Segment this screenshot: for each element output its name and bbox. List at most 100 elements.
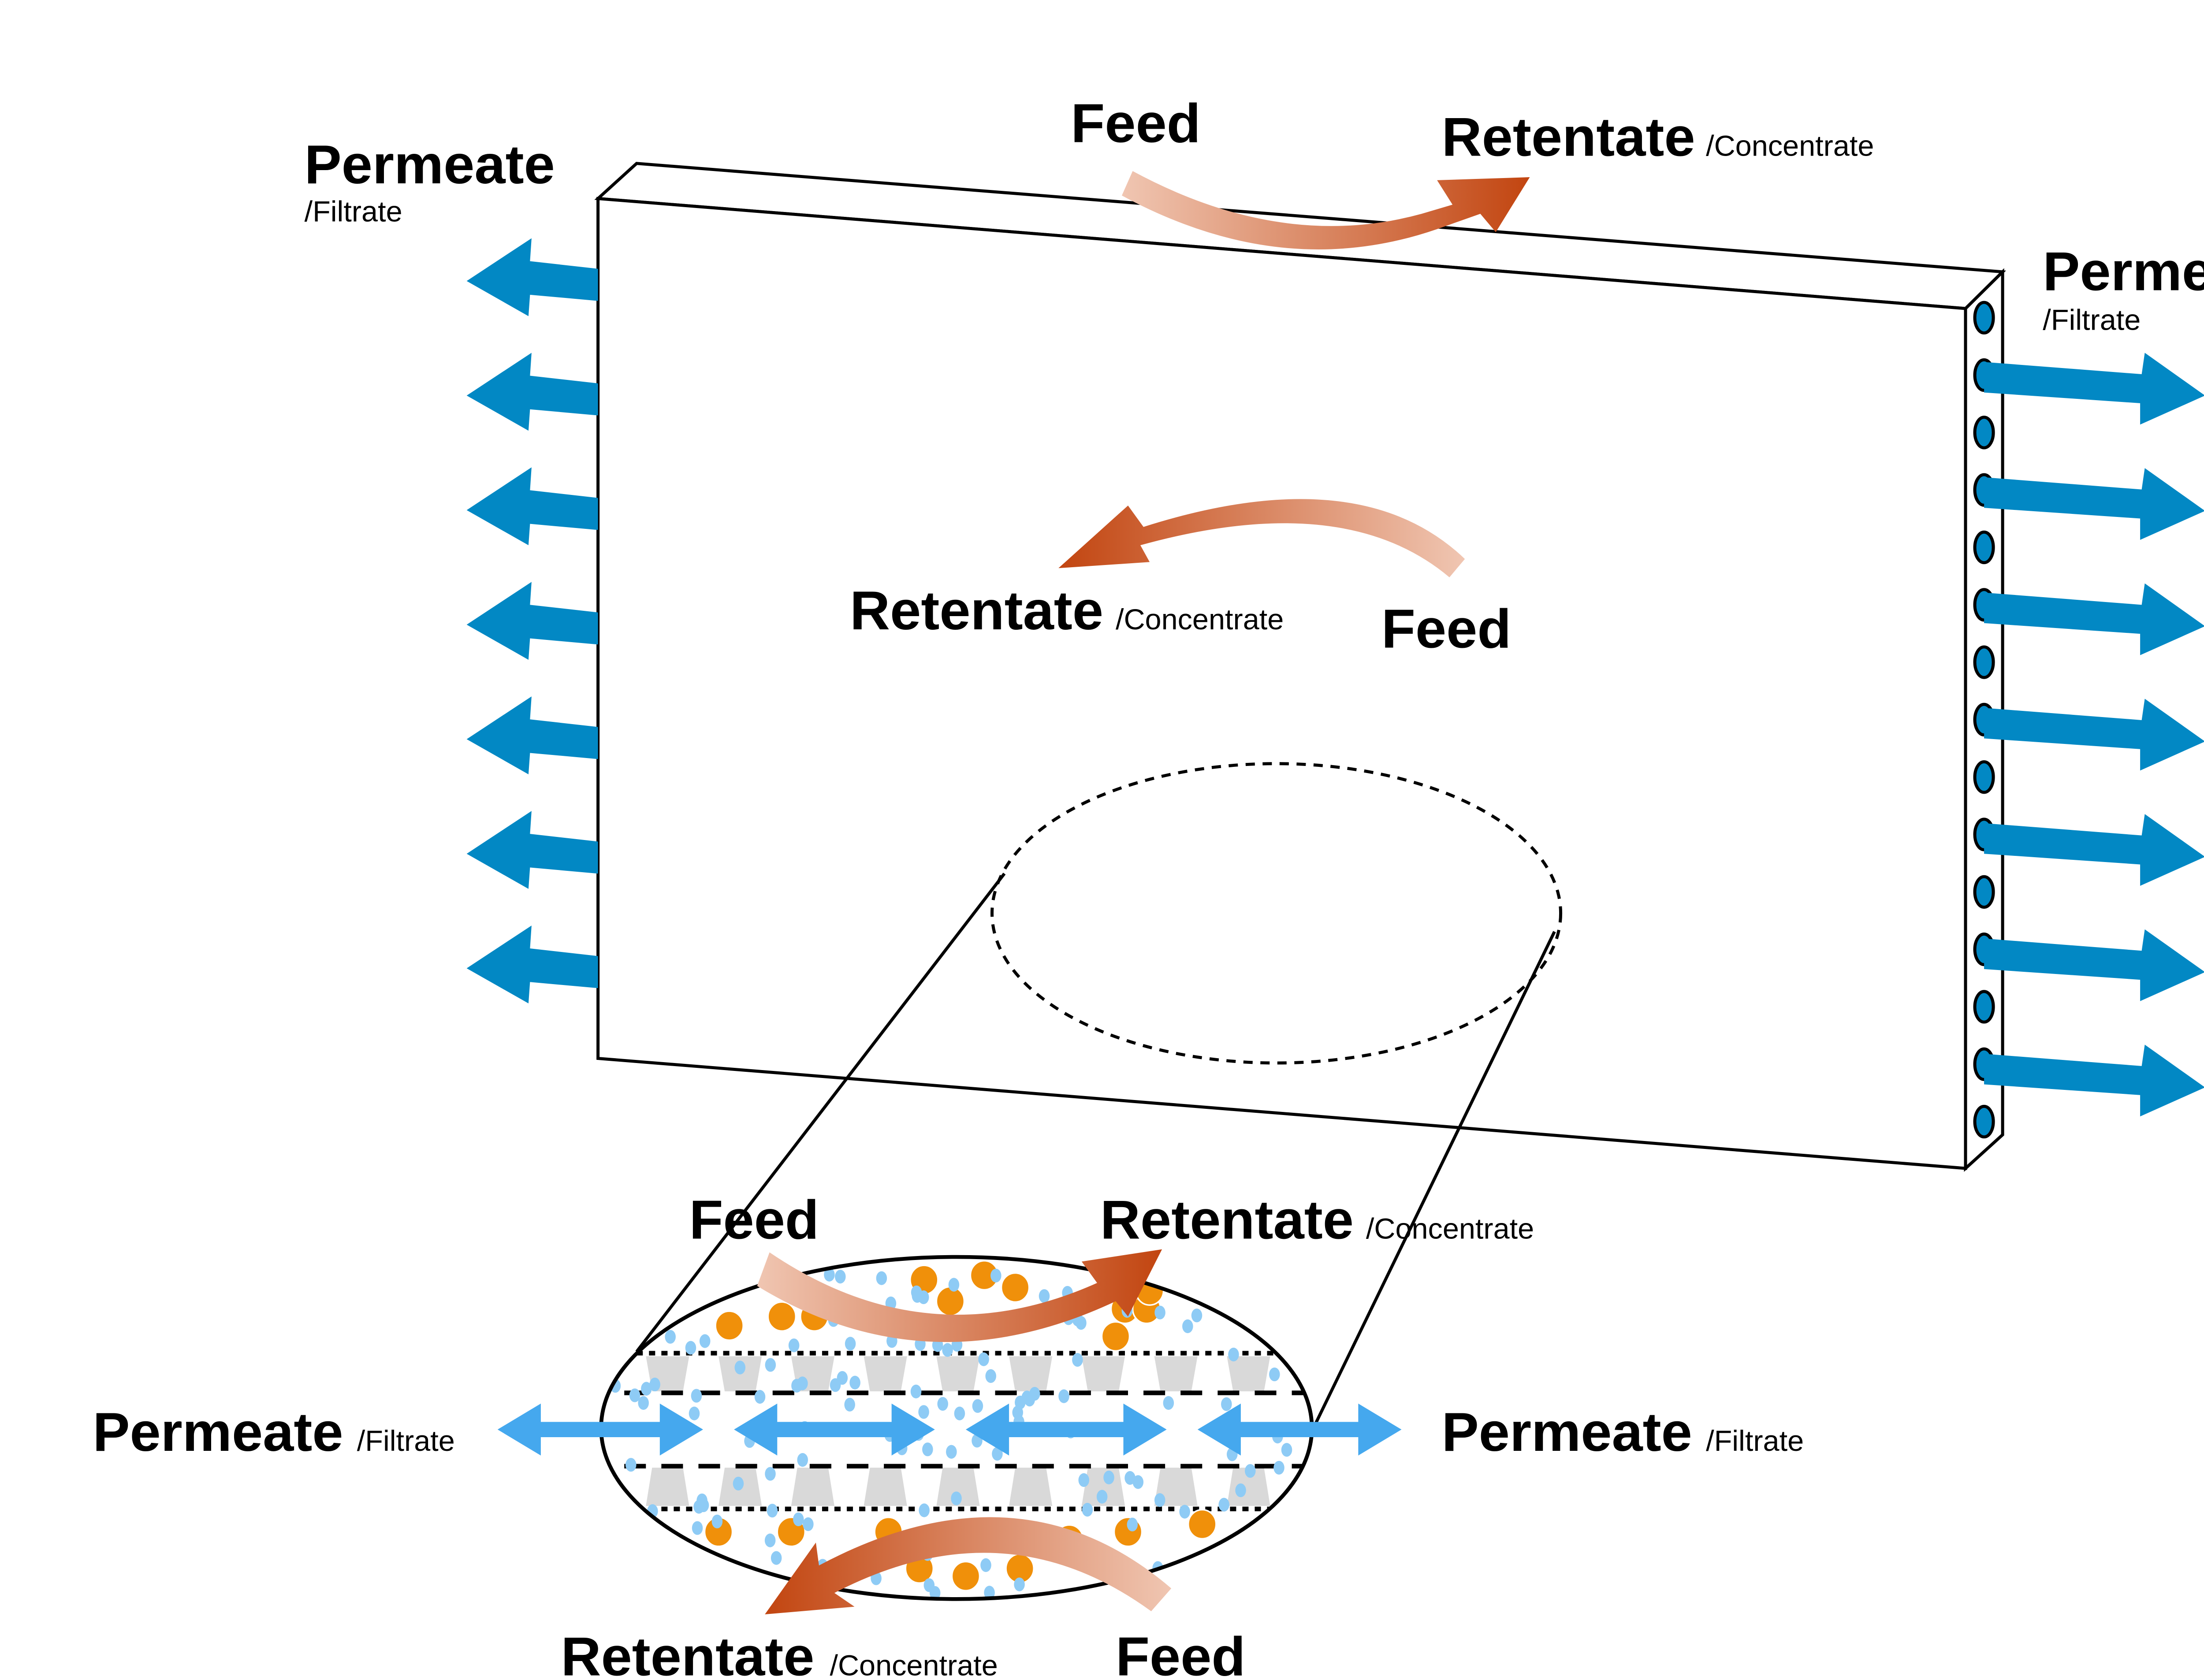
- small-particle: [876, 1271, 887, 1285]
- large-particle: [715, 1310, 744, 1341]
- label-retentate-zoom-bottom: Retentate /Concentrate: [561, 1625, 998, 1680]
- small-particle: [990, 1268, 1001, 1282]
- membrane-pore: [1009, 1356, 1053, 1392]
- small-particle: [849, 1375, 860, 1390]
- small-particle: [797, 1376, 808, 1390]
- svg-text:Permeate: Permeate: [305, 134, 555, 195]
- membrane-pore: [646, 1468, 689, 1506]
- channel-port: [1973, 645, 1995, 679]
- large-particle: [767, 1301, 797, 1332]
- channel-port: [1973, 760, 1995, 794]
- small-particle: [641, 1382, 652, 1396]
- label-feed-top: Feed: [1071, 92, 1201, 154]
- small-particle: [665, 1330, 676, 1344]
- small-particle: [1228, 1347, 1239, 1362]
- svg-text:Retentate: Retentate: [850, 579, 1103, 641]
- small-particle: [662, 1267, 673, 1282]
- svg-text:/Concentrate: /Concentrate: [1706, 130, 1874, 163]
- top-flow-arrow: [1121, 171, 1530, 249]
- small-particle: [984, 1586, 995, 1599]
- small-particle: [1270, 1323, 1281, 1337]
- small-particle: [1245, 1464, 1256, 1478]
- small-particle: [723, 1584, 734, 1598]
- membrane-plate: [594, 162, 2006, 1172]
- small-particle: [978, 1352, 989, 1366]
- svg-text:Retentate: Retentate: [561, 1625, 814, 1680]
- small-particle: [948, 1278, 960, 1292]
- membrane-pore: [864, 1468, 907, 1506]
- label-permeate-zoom-right: Permeate /Filtrate: [1442, 1401, 1804, 1463]
- small-particle: [972, 1399, 983, 1413]
- small-particle: [824, 1267, 835, 1282]
- permeate-arrow-left: [466, 238, 598, 316]
- small-particle: [1039, 1289, 1050, 1303]
- small-particle: [803, 1517, 814, 1531]
- small-particle: [771, 1551, 782, 1565]
- small-particle: [719, 1261, 730, 1275]
- small-particle: [734, 1360, 746, 1375]
- zoom-guide-line-right: [1312, 931, 1556, 1429]
- small-particle: [765, 1358, 776, 1372]
- permeate-double-arrow: [965, 1403, 1167, 1456]
- svg-text:/Filtrate: /Filtrate: [305, 196, 402, 228]
- left-permeate-arrows: [466, 238, 598, 1004]
- membrane-pore: [936, 1468, 980, 1506]
- svg-text:Feed: Feed: [1381, 598, 1512, 659]
- small-particle: [942, 1343, 953, 1357]
- small-particle: [1163, 1396, 1174, 1410]
- small-particle: [711, 1514, 723, 1528]
- small-particle: [1029, 1386, 1040, 1401]
- small-particle: [1258, 1579, 1269, 1593]
- zoom-bottom-flow-arrow: [765, 1517, 1172, 1614]
- membrane-pore: [1081, 1356, 1125, 1392]
- small-particle: [629, 1388, 640, 1402]
- small-particle: [1103, 1470, 1114, 1485]
- channel-port: [1973, 875, 1995, 909]
- zoom-top-flow-arrow: [757, 1249, 1162, 1342]
- permeate-arrow-right: [1984, 699, 2204, 771]
- label-retentate-top: Retentate /Concentrate: [1442, 106, 1874, 167]
- svg-text:Permeate: Permeate: [93, 1401, 343, 1463]
- small-particle: [733, 1476, 744, 1490]
- small-particle: [663, 1283, 674, 1297]
- svg-text:/Concentrate: /Concentrate: [830, 1650, 998, 1680]
- small-particle: [692, 1521, 703, 1535]
- small-particle: [1058, 1389, 1069, 1403]
- membrane-pore: [1154, 1468, 1198, 1506]
- permeate-arrow-right: [1984, 1044, 2204, 1117]
- small-particle: [845, 1337, 856, 1351]
- plate-front-face: [596, 197, 1967, 1170]
- zoom-guide-line-left: [635, 873, 1006, 1353]
- small-particle: [951, 1491, 962, 1505]
- small-particle: [929, 1586, 941, 1599]
- permeate-double-arrow: [497, 1403, 704, 1456]
- small-particle: [1154, 1493, 1165, 1507]
- large-particle: [1187, 1509, 1217, 1540]
- small-particle: [638, 1396, 649, 1410]
- small-particle: [696, 1493, 707, 1508]
- label-retentate-zoom-top: Retentate /Concentrate: [1100, 1189, 1534, 1250]
- permeate-arrow-left: [466, 353, 598, 431]
- small-particle: [793, 1512, 804, 1527]
- small-particle: [985, 1369, 996, 1383]
- permeate-arrow-right: [1984, 814, 2204, 886]
- small-particle: [1221, 1572, 1232, 1586]
- small-particle: [1096, 1490, 1108, 1504]
- permeate-double-arrow: [1197, 1403, 1402, 1456]
- small-particle: [918, 1405, 929, 1419]
- membrane-pore: [1299, 1468, 1312, 1506]
- permeate-double-arrows: [497, 1403, 1402, 1456]
- svg-text:Retentate: Retentate: [1100, 1189, 1354, 1250]
- small-particle: [1231, 1295, 1242, 1309]
- small-particle: [659, 1550, 670, 1564]
- svg-text:Feed: Feed: [689, 1189, 819, 1250]
- svg-text:/Filtrate: /Filtrate: [357, 1425, 455, 1458]
- svg-text:/Filtrate: /Filtrate: [1706, 1425, 1804, 1458]
- small-particle: [1269, 1367, 1280, 1382]
- large-particle: [951, 1561, 981, 1592]
- permeate-arrow-left: [466, 696, 598, 774]
- small-particle: [727, 1277, 738, 1291]
- svg-text:Permeate: Permeate: [2043, 240, 2204, 302]
- small-particle: [691, 1389, 702, 1403]
